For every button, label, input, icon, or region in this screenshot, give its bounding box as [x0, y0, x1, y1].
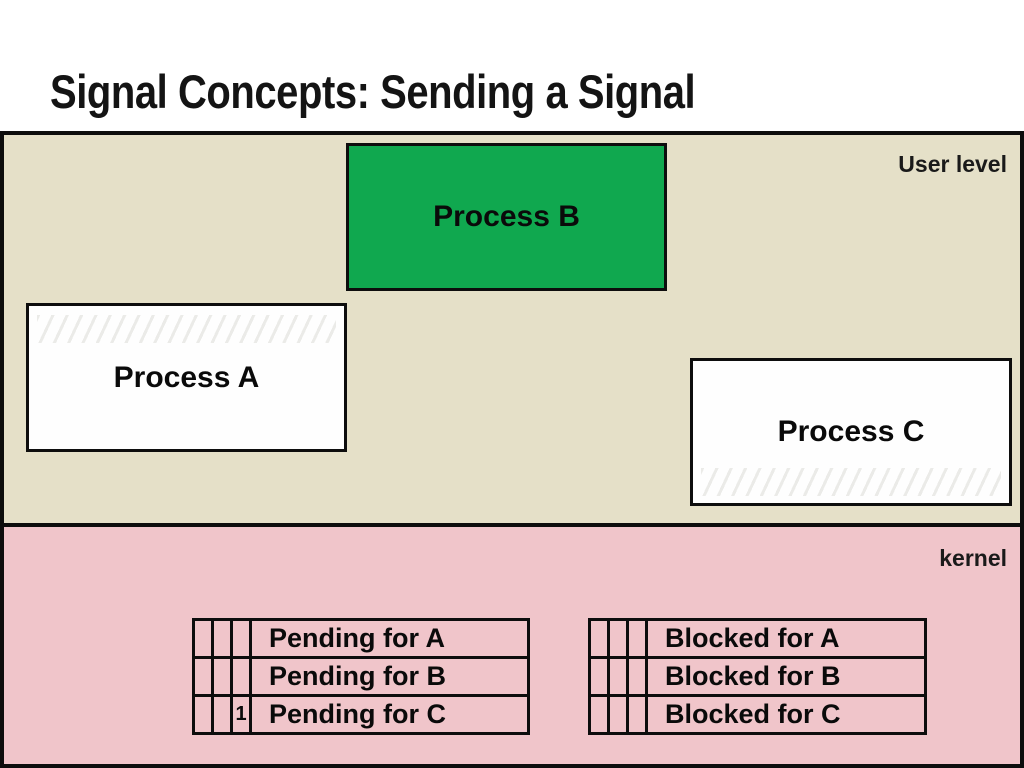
process-b-box: Process B — [346, 143, 667, 291]
bit-cell — [195, 697, 214, 732]
ghost-artifact — [701, 468, 1001, 496]
ghost-artifact — [37, 315, 336, 343]
table-row: Pending for A — [195, 621, 527, 659]
row-label-cell: Blocked for C — [665, 699, 841, 729]
table-row: Blocked for B — [591, 659, 924, 697]
slide-title: Signal Concepts: Sending a Signal — [50, 65, 696, 118]
bit-cell — [214, 697, 233, 732]
bit-cell — [195, 659, 214, 694]
user-level-label: User level — [898, 151, 1007, 177]
process-c-label: Process C — [777, 415, 925, 448]
table-row: Blocked for A — [591, 621, 924, 659]
process-a-label: Process A — [113, 360, 260, 394]
table-row: 1 Pending for C — [195, 697, 527, 732]
kernel-label: kernel — [939, 545, 1007, 571]
row-label-cell: Pending for B — [269, 661, 446, 691]
bit-cell — [610, 697, 629, 732]
bit-cell — [591, 659, 610, 694]
pending-table: Pending for A Pending for B 1 Pending fo… — [192, 618, 530, 735]
row-label-cell: Pending for C — [269, 699, 446, 729]
bit-cell — [233, 621, 252, 656]
bit-cell — [610, 659, 629, 694]
bit-cell — [214, 621, 233, 656]
bit-cell — [214, 659, 233, 694]
bit-cell: 1 — [233, 697, 252, 732]
table-row: Pending for B — [195, 659, 527, 697]
process-b-label: Process B — [433, 200, 580, 233]
row-label-cell: Pending for A — [269, 623, 445, 653]
bit-cell — [629, 621, 648, 656]
table-row: Blocked for C — [591, 697, 924, 732]
process-a-box: Process A — [26, 303, 347, 452]
process-c-box: Process C — [690, 358, 1012, 506]
row-label-cell: Blocked for A — [665, 623, 840, 653]
bit-cell — [233, 659, 252, 694]
row-label-cell: Blocked for B — [665, 661, 841, 691]
bit-cell — [629, 697, 648, 732]
bit-cell — [591, 697, 610, 732]
bit-cell — [629, 659, 648, 694]
blocked-table: Blocked for A Blocked for B Blocked for … — [588, 618, 927, 735]
bit-cell — [195, 621, 214, 656]
bit-cell — [591, 621, 610, 656]
bit-cell — [610, 621, 629, 656]
kernel-region: kernel — [0, 527, 1024, 768]
